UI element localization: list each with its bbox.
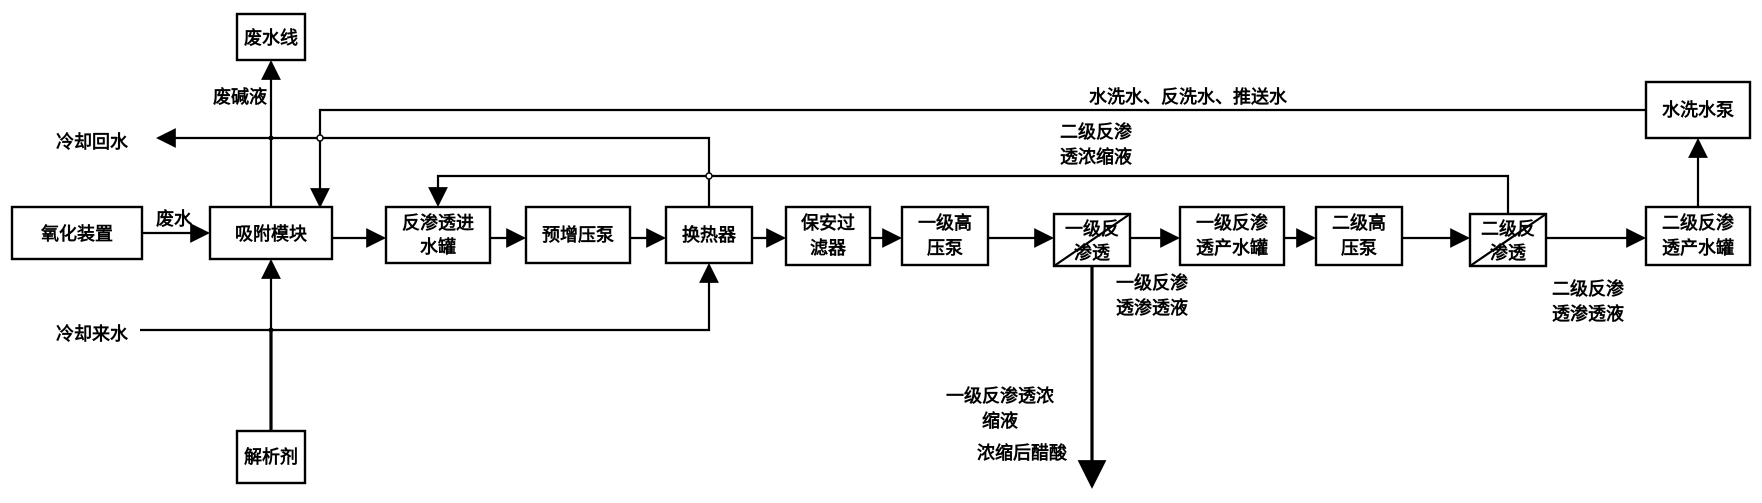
svg-text:一级反渗: 一级反渗 — [1196, 212, 1269, 234]
box-desorbent: 解析剂 — [235, 429, 307, 485]
svg-text:换热器: 换热器 — [682, 224, 737, 246]
svg-text:二级反渗: 二级反渗 — [1662, 212, 1735, 234]
flow-wash-water-return — [310, 108, 1646, 208]
label-stage1-permeate-1: 一级反渗 — [1116, 272, 1189, 294]
box-adsorption-module: 吸附模块 — [208, 205, 334, 261]
box-stage2-hp-pump: 二级高 压泵 — [1314, 205, 1404, 267]
svg-text:一级高: 一级高 — [918, 212, 972, 234]
flow-stage2-concentrate-return — [428, 174, 1510, 214]
junction-dot — [268, 135, 274, 141]
svg-text:废水线: 废水线 — [244, 27, 298, 49]
label-wash-water: 水洗水、反洗水、推送水 — [1089, 86, 1288, 108]
box-stage2-ro: 二级反 渗透 — [1468, 212, 1548, 268]
label-cooling-return: 冷却回水 — [56, 131, 129, 153]
svg-text:吸附模块: 吸附模块 — [235, 223, 308, 245]
box-oxidation-unit: 氧化装置 — [10, 205, 144, 261]
label-stage1-concentrate-2: 缩液 — [982, 410, 1019, 432]
label-concentrated-acetic-acid: 浓缩后醋酸 — [977, 442, 1068, 464]
svg-text:滤器: 滤器 — [810, 238, 847, 259]
crossing-marker — [705, 172, 713, 180]
svg-text:压泵: 压泵 — [1341, 238, 1377, 259]
label-stage1-concentrate-1: 一级反渗透浓 — [946, 385, 1055, 407]
svg-text:一级反: 一级反 — [1065, 218, 1119, 240]
junction-dot — [268, 327, 274, 333]
flow-cooling-return — [156, 128, 711, 207]
svg-text:水洗水泵: 水洗水泵 — [1662, 99, 1734, 121]
svg-text:透产水罐: 透产水罐 — [1196, 237, 1268, 259]
box-wastewater-line: 废水线 — [235, 12, 307, 62]
svg-text:水罐: 水罐 — [420, 236, 456, 258]
svg-text:氧化装置: 氧化装置 — [40, 223, 113, 245]
label-stage1-permeate-2: 透渗透液 — [1116, 297, 1189, 319]
svg-text:渗透: 渗透 — [1490, 242, 1527, 264]
box-safety-filter: 保安过 滤器 — [784, 205, 872, 267]
label-stage2-permeate-2: 透渗透液 — [1552, 303, 1625, 325]
box-ro-feed-tank: 反渗透进 水罐 — [384, 205, 492, 265]
svg-text:反渗透进: 反渗透进 — [402, 212, 474, 234]
crossing-marker — [316, 134, 324, 142]
svg-text:渗透: 渗透 — [1074, 242, 1111, 264]
svg-text:预增压泵: 预增压泵 — [542, 224, 614, 246]
box-wash-pump: 水洗水泵 — [1644, 80, 1752, 140]
svg-text:保安过: 保安过 — [800, 212, 855, 234]
box-stage1-ro: 一级反 渗透 — [1052, 212, 1132, 268]
box-stage2-permeate-tank: 二级反渗 透产水罐 — [1644, 205, 1752, 267]
label-stage2-permeate-1: 二级反渗 — [1552, 278, 1625, 300]
label-cooling-supply: 冷却来水 — [56, 323, 129, 345]
svg-text:解析剂: 解析剂 — [244, 446, 298, 468]
svg-text:透产水罐: 透产水罐 — [1662, 237, 1734, 259]
box-stage1-hp-pump: 一级高 压泵 — [900, 205, 990, 267]
label-wastewater: 废水 — [156, 208, 193, 230]
box-stage1-permeate-tank: 一级反渗 透产水罐 — [1178, 205, 1286, 267]
svg-text:二级高: 二级高 — [1332, 212, 1386, 234]
svg-text:压泵: 压泵 — [927, 238, 963, 259]
box-heat-exchanger: 换热器 — [664, 205, 754, 265]
label-stage2-concentrate-1: 二级反渗 — [1060, 121, 1133, 143]
label-waste-alkali: 废碱液 — [213, 86, 268, 108]
flow-cooling-supply — [140, 263, 719, 332]
label-stage2-concentrate-2: 透浓缩液 — [1060, 146, 1133, 168]
svg-text:二级反: 二级反 — [1481, 218, 1535, 240]
box-booster-pump: 预增压泵 — [524, 205, 632, 265]
